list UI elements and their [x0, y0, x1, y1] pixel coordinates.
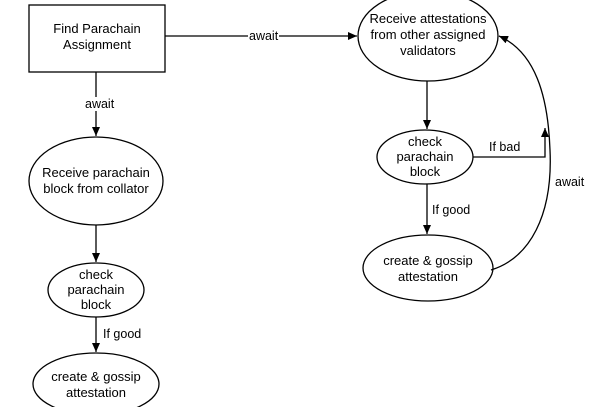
await-top-label: await — [248, 29, 280, 43]
check-block-right-label: check parachain block — [396, 134, 454, 179]
if-bad-label: If bad — [488, 140, 522, 154]
gossip-right-label: create & gossip attestation — [383, 253, 473, 284]
gossip-left-label: create & gossip attestation — [51, 369, 141, 400]
find-assignment-label: Find Parachain Assignment — [53, 21, 141, 52]
gossip-left-ellipse — [32, 352, 160, 407]
if-good-right-label: If good — [431, 203, 472, 217]
receive-attestations-ellipse — [357, 0, 499, 82]
if-good-left-label: If good — [102, 327, 143, 341]
await-loop-label: await — [554, 175, 586, 189]
find-assignment-box — [28, 4, 166, 73]
gossip-right-ellipse — [362, 234, 494, 302]
receive-attestations-label: Receive attestations from other assigned… — [369, 11, 487, 58]
await-left-label: await — [84, 97, 116, 111]
check-block-left-label: check parachain block — [67, 267, 125, 312]
receive-block-label: Receive parachain block from collator — [42, 165, 150, 196]
edge-if-bad — [473, 128, 549, 158]
edge-await-loop — [490, 35, 551, 271]
